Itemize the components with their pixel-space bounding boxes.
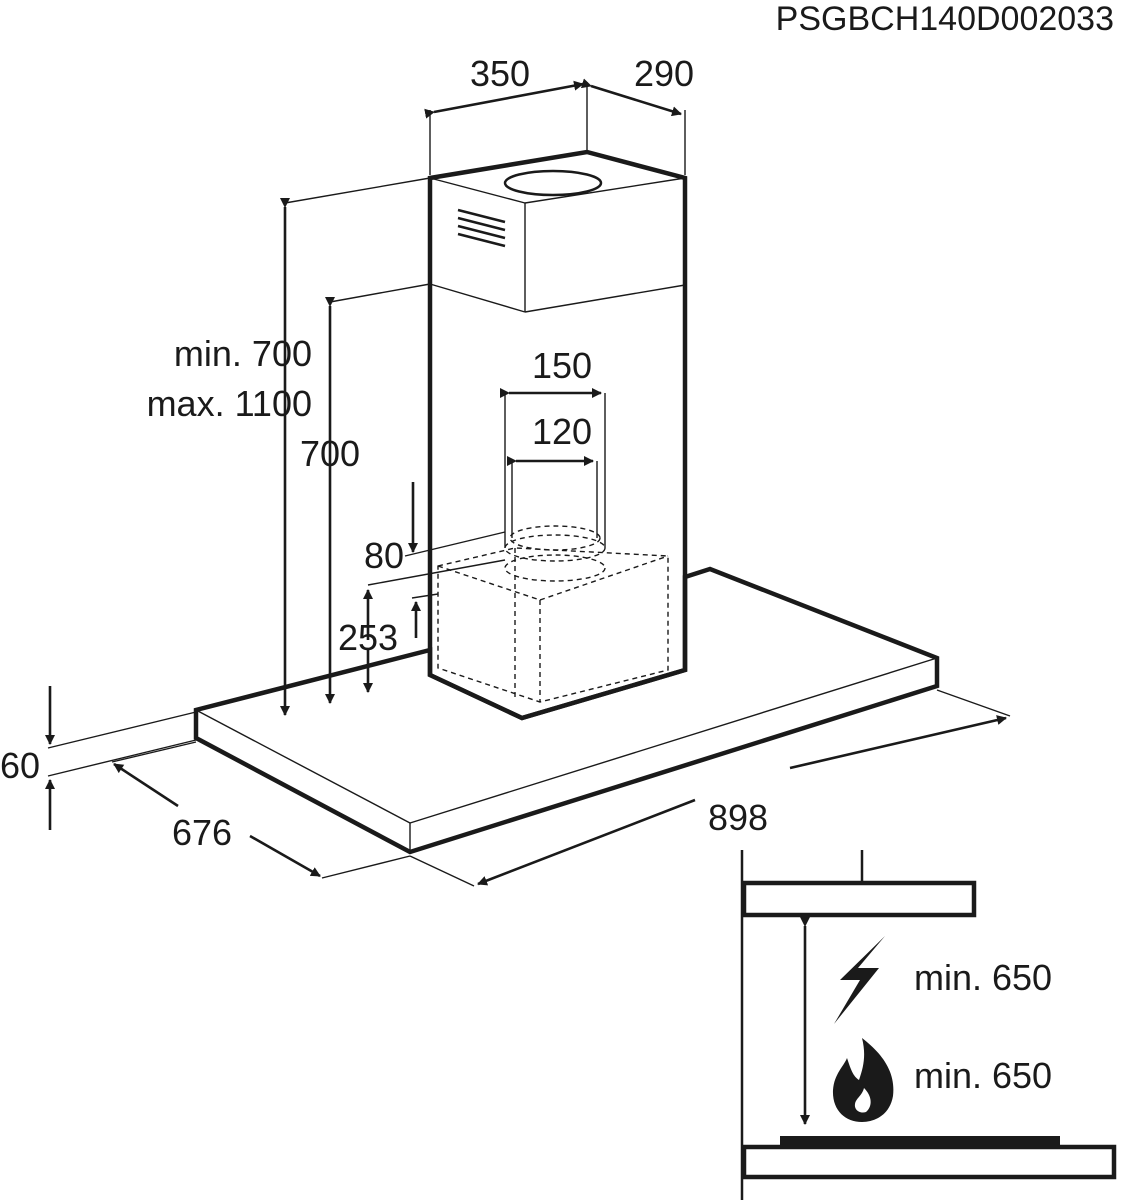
duct-opening (503, 169, 603, 197)
dim-253: 253 (338, 559, 506, 693)
dim-80: 80 (364, 482, 506, 576)
dim-120-label: 120 (532, 411, 592, 452)
inset-hob-surface (780, 1136, 1060, 1146)
inset-hood (741, 880, 977, 918)
flame-icon (832, 1038, 894, 1122)
chimney (427, 149, 688, 721)
inset-worktop (741, 1144, 1117, 1180)
dim-290-label: 290 (634, 53, 694, 94)
vent-grille (457, 208, 506, 248)
dim-outlet: 150 120 (500, 345, 602, 466)
gas-clearance-label: min. 650 (914, 1055, 1052, 1096)
document-code: PSGBCH140D002033 (776, 0, 1114, 38)
dim-60-label: 60 (0, 745, 40, 786)
installation-clearance-inset: min. 650 min. 650 (740, 850, 1117, 1200)
dim-150-label: 150 (532, 345, 592, 386)
dim-898-label: 898 (708, 797, 768, 838)
dim-253-label: 253 (338, 617, 398, 658)
dim-lower-chimney: 700 (300, 283, 431, 704)
dim-700-label: 700 (300, 433, 360, 474)
hidden-duct-and-motor (437, 393, 669, 703)
dim-60: 60 (0, 686, 197, 830)
dim-total-height: min. 700 max. 1100 (147, 177, 431, 716)
dim-350-label: 350 (470, 53, 530, 94)
dim-chimney-top: 350 290 (424, 53, 694, 175)
dim-898: 898 (409, 689, 1011, 887)
dim-max-1100-label: max. 1100 (147, 383, 312, 424)
dim-min-700-label: min. 700 (174, 333, 312, 374)
dim-80-label: 80 (364, 535, 404, 576)
electric-clearance-label: min. 650 (914, 957, 1052, 998)
dim-676-label: 676 (172, 812, 232, 853)
dim-676: 676 (111, 741, 411, 879)
canopy (193, 566, 940, 855)
lightning-icon (834, 936, 885, 1024)
